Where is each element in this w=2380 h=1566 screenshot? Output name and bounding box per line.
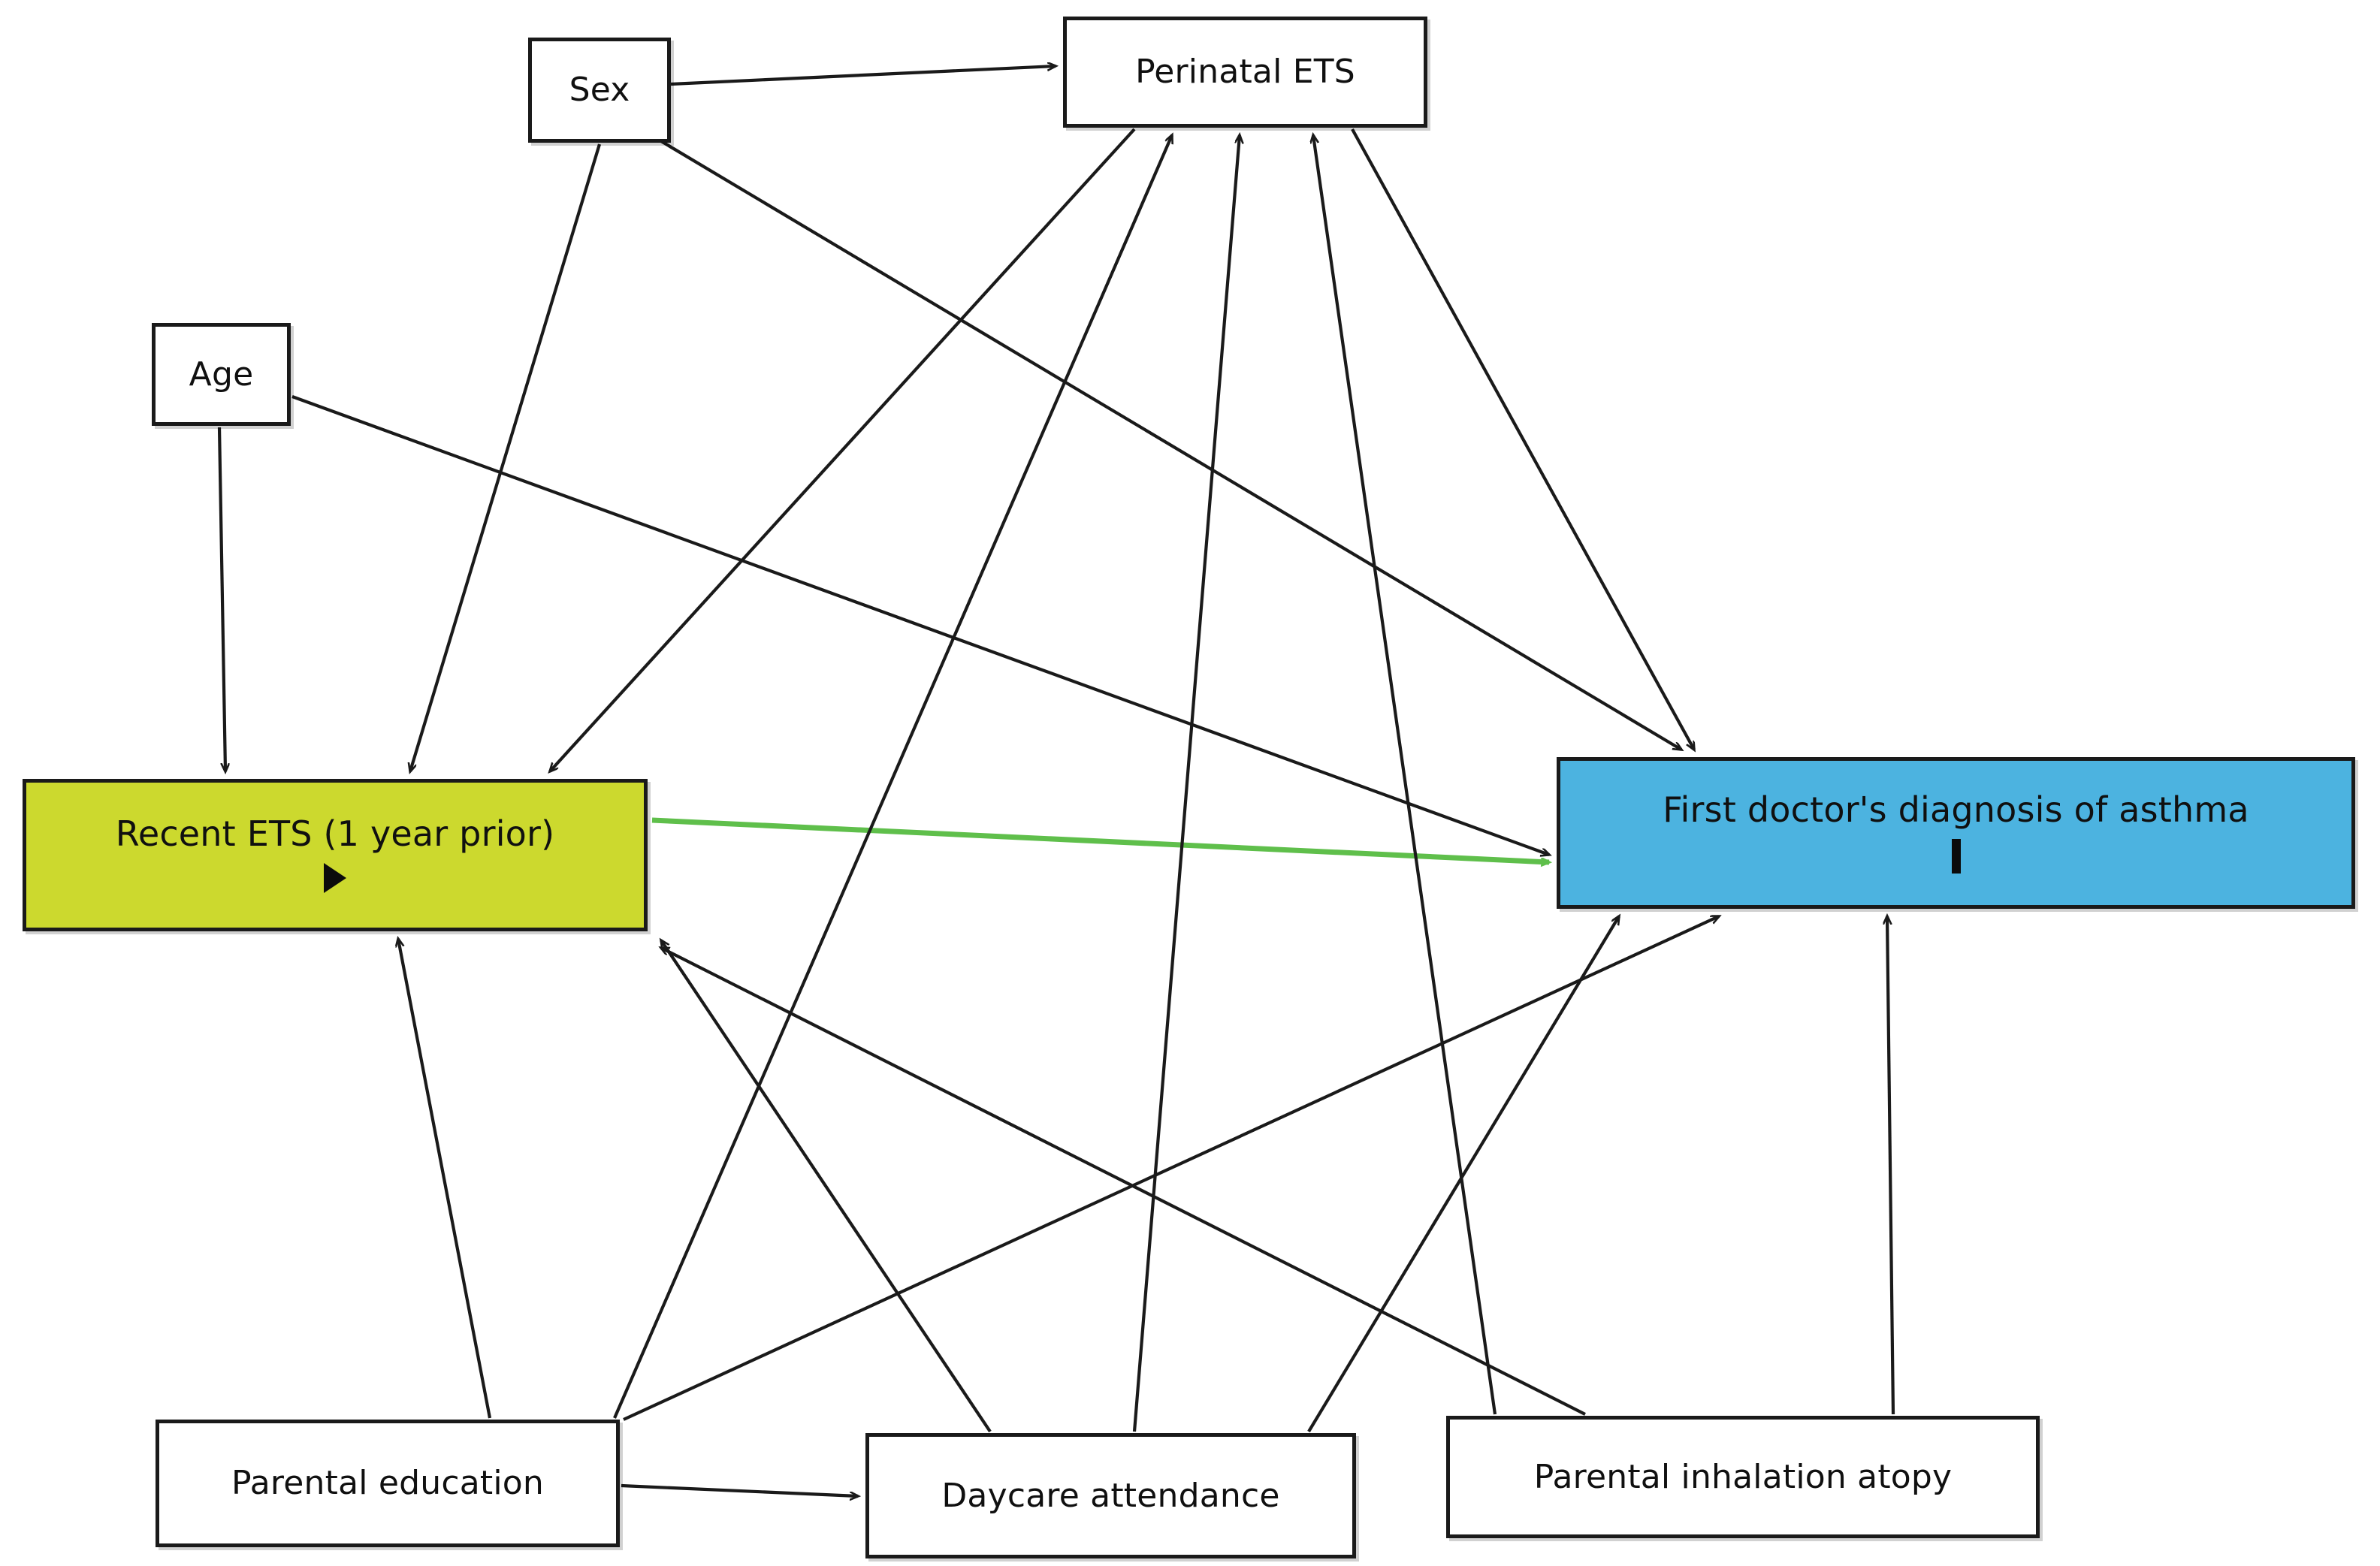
node-recent_ets[interactable]: Recent ETS (1 year prior): [23, 779, 648, 931]
node-label-asthma: First doctor's diagnosis of asthma: [1663, 789, 2249, 831]
edge-parental_education-to-perinatal_ets[interactable]: [613, 135, 1172, 1419]
edge-parental_atopy-to-perinatal_ets[interactable]: [1313, 135, 1497, 1415]
node-daycare[interactable]: Daycare attendance: [865, 1433, 1356, 1558]
node-label-parental_atopy: Parental inhalation atopy: [1533, 1457, 1953, 1496]
node-label-sex: Sex: [569, 71, 630, 110]
node-age[interactable]: Age: [152, 323, 291, 426]
outcome-bar-icon: [1948, 837, 1965, 875]
node-label-parental_education: Parental education: [231, 1464, 544, 1503]
edge-perinatal_ets-to-asthma[interactable]: [1351, 128, 1694, 750]
edge-daycare-to-perinatal_ets[interactable]: [1132, 135, 1240, 1432]
node-parental_atopy[interactable]: Parental inhalation atopy: [1446, 1416, 2040, 1538]
edge-parental_education-to-daycare[interactable]: [621, 1483, 858, 1496]
edge-age-to-recent_ets[interactable]: [217, 427, 225, 771]
edge-daycare-to-asthma[interactable]: [1307, 916, 1619, 1433]
edge-recent_ets-to-asthma[interactable]: [651, 817, 1549, 862]
edge-parental_atopy-to-recent_ets[interactable]: [661, 946, 1586, 1416]
edge-sex-to-recent_ets[interactable]: [410, 143, 602, 771]
edge-daycare-to-recent_ets[interactable]: [661, 940, 992, 1433]
node-label-perinatal_ets: Perinatal ETS: [1135, 53, 1355, 92]
edge-parental_atopy-to-asthma[interactable]: [1887, 916, 1895, 1415]
node-label-recent_ets: Recent ETS (1 year prior): [115, 813, 555, 854]
edge-sex-to-asthma[interactable]: [660, 140, 1681, 750]
node-sex[interactable]: Sex: [528, 38, 671, 143]
node-label-daycare: Daycare attendance: [941, 1476, 1280, 1515]
edge-parental_education-to-asthma[interactable]: [623, 915, 1719, 1421]
edge-age-to-asthma[interactable]: [291, 395, 1549, 855]
node-label-age: Age: [189, 355, 254, 394]
node-perinatal_ets[interactable]: Perinatal ETS: [1063, 17, 1427, 128]
edge-parental_education-to-recent_ets[interactable]: [398, 939, 492, 1419]
edge-sex-to-perinatal_ets[interactable]: [670, 66, 1056, 86]
node-asthma[interactable]: First doctor's diagnosis of asthma: [1557, 757, 2355, 909]
exposure-triangle-icon: [319, 861, 351, 895]
node-parental_education[interactable]: Parental education: [156, 1420, 620, 1547]
edge-perinatal_ets-to-recent_ets[interactable]: [550, 128, 1136, 771]
